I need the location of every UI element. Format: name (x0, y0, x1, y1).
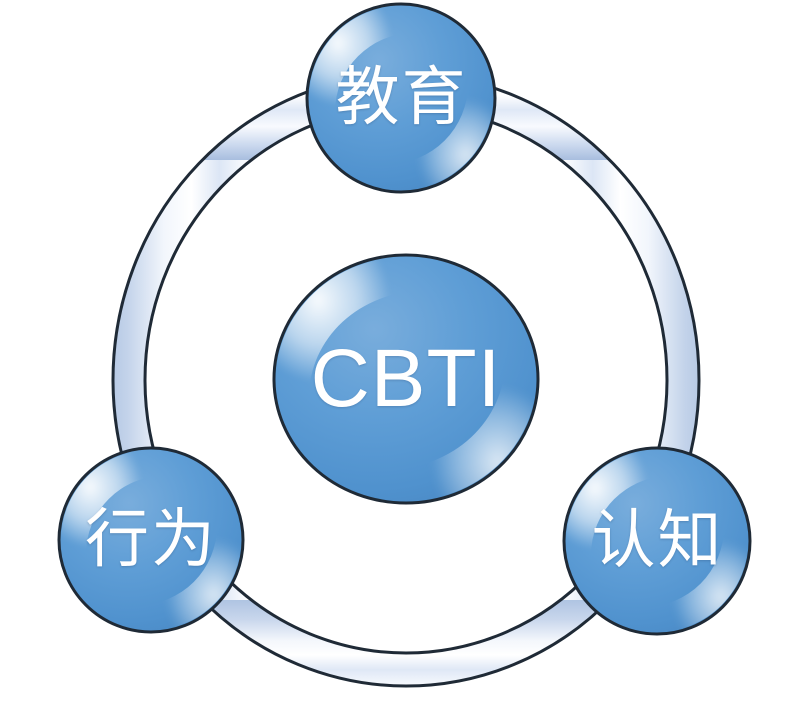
node-education[interactable] (284, 0, 514, 211)
center-node-cbti[interactable] (246, 218, 564, 538)
node-cognition[interactable] (542, 427, 769, 653)
node-behavior[interactable] (38, 427, 262, 651)
